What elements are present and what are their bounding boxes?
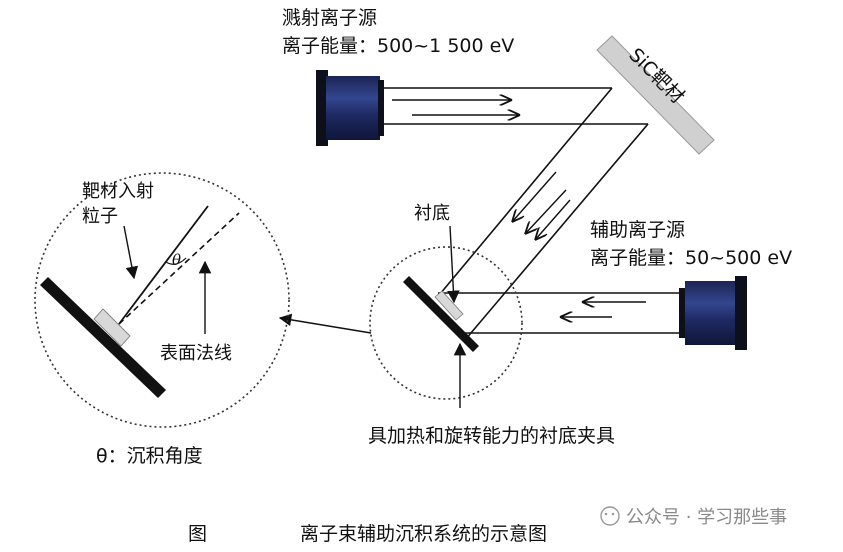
incident-particle-label-2: 粒子 xyxy=(82,206,118,227)
assist-source-energy: 离子能量：50~500 eV xyxy=(590,247,792,269)
sputter-source-energy: 离子能量：500~1 500 eV xyxy=(282,35,514,57)
watermark: 公众号 · 学习那些事 xyxy=(600,506,787,528)
theta-symbol: θ xyxy=(172,251,181,269)
detail-holder xyxy=(40,277,166,398)
assist-source-title: 辅助离子源 xyxy=(590,219,685,241)
substrate-pointer xyxy=(447,225,460,304)
zoom-connector-arrow xyxy=(278,313,372,334)
detail-zoom-circle xyxy=(34,172,290,428)
incident-particle-ray xyxy=(118,205,209,325)
sputtered-particle-beam xyxy=(439,87,649,341)
figure-caption: 离子束辅助沉积系统的示意图 xyxy=(300,523,547,545)
wechat-logo-icon xyxy=(600,506,620,526)
surface-normal-line xyxy=(118,212,240,325)
incident-particle-label-1: 靶材入射 xyxy=(82,181,154,202)
holder-label: 具加热和旋转能力的衬底夹具 xyxy=(368,425,615,447)
normal-label: 表面法线 xyxy=(160,343,232,364)
substrate-zoom-circle xyxy=(369,246,523,400)
incident-pointer xyxy=(123,225,139,280)
substrate-holder xyxy=(403,276,479,352)
theta-angle-arc xyxy=(165,257,187,265)
figure-word: 图 xyxy=(188,523,207,545)
sputter-ion-source xyxy=(316,70,384,146)
substrate-label: 衬底 xyxy=(414,203,450,224)
sputter-source-title: 溅射离子源 xyxy=(282,7,377,29)
sic-target xyxy=(596,35,715,155)
assist-ion-source xyxy=(679,276,747,350)
sputter-beam xyxy=(384,87,648,125)
assist-beam xyxy=(438,292,679,334)
watermark-text: 公众号 · 学习那些事 xyxy=(626,507,787,528)
theta-legend: θ：沉积角度 xyxy=(96,445,203,467)
